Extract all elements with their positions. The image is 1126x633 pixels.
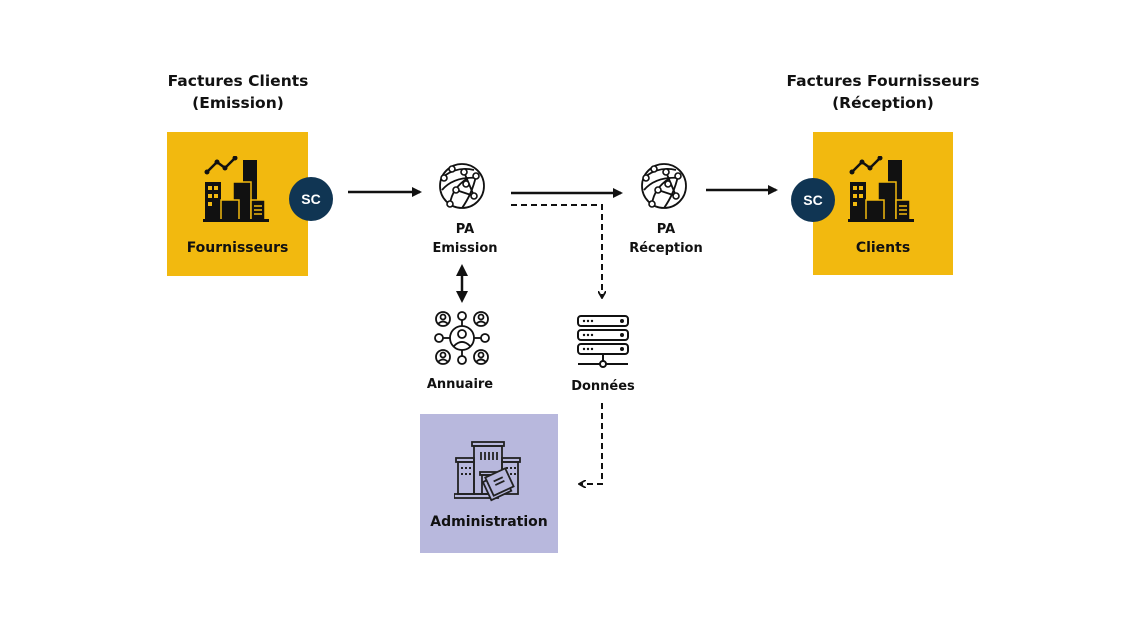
pa-emission-line2: Emission [432,241,498,256]
clients-box[interactable]: Clients [813,132,953,275]
fournisseurs-box[interactable]: Fournisseurs [167,132,308,276]
globe-network-icon [641,163,687,209]
left-title: Factures Clients (Emission) [138,70,338,114]
server-icon [577,315,629,368]
dashed-arrow-pa-emission-to-donnees [511,204,602,297]
pa-emission-label: PA Emission [415,220,515,258]
fournisseurs-label: Fournisseurs [186,240,289,256]
administration-box[interactable]: Administration [420,414,558,553]
sc-badge-right: SC [791,178,835,222]
pa-reception-label: PA Réception [616,220,716,258]
right-title: Factures Fournisseurs (Réception) [763,70,1003,114]
pa-emission-line1: PA [455,222,475,237]
pa-reception-line2: Réception [629,241,703,256]
government-building-icon [454,441,521,502]
user-network-icon [434,311,490,365]
city-growth-icon [202,156,269,222]
right-title-line1: Factures Fournisseurs [786,72,980,90]
donnees-label: Données [571,379,635,394]
right-title-line2: (Réception) [832,94,934,112]
annuaire-label: Annuaire [426,377,494,392]
clients-label: Clients [855,240,911,256]
left-title-line1: Factures Clients [167,72,309,90]
sc-badge-left: SC [289,177,333,221]
city-growth-icon [848,156,914,222]
administration-label: Administration [430,514,548,530]
globe-network-icon [439,163,485,209]
pa-reception-line1: PA [656,222,676,237]
dashed-arrow-donnees-to-administration [580,403,603,484]
left-title-line2: (Emission) [192,94,284,112]
